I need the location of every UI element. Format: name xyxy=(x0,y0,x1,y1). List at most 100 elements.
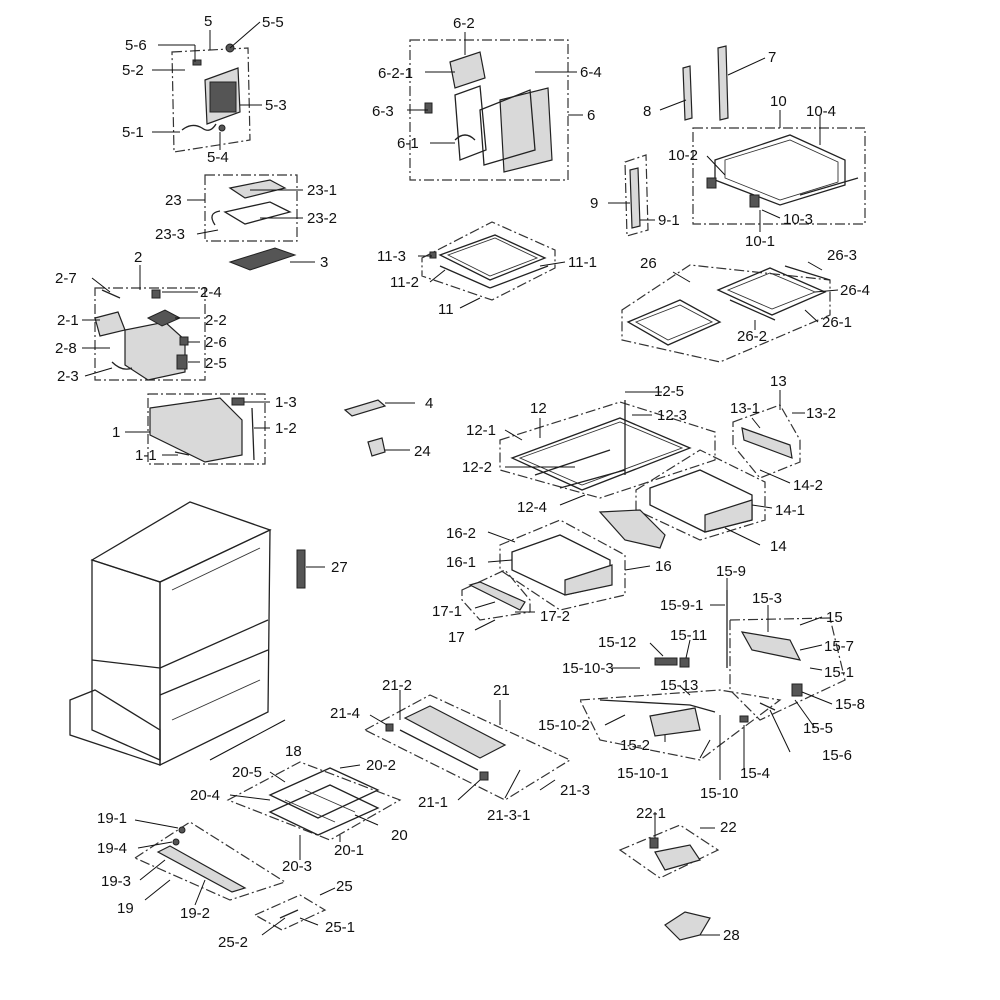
box-5 xyxy=(171,47,251,153)
label-5-5: 5-5 xyxy=(262,14,284,31)
part-15-3-module xyxy=(740,631,802,661)
label-6-1: 6-1 xyxy=(397,135,419,152)
label-6-4: 6-4 xyxy=(580,64,602,81)
part-17-rail xyxy=(468,581,526,611)
label-15-12: 15-12 xyxy=(598,634,636,651)
part-20-basket xyxy=(268,767,380,836)
label-13-1: 13-1 xyxy=(730,400,760,417)
part-26-lower-shelf xyxy=(626,299,722,346)
part-21-4-cap xyxy=(385,723,394,732)
label-11: 11 xyxy=(438,301,454,318)
label-6-2: 6-2 xyxy=(453,15,475,32)
label-15-1: 15-1 xyxy=(824,664,854,681)
label-25-2: 25-2 xyxy=(218,934,248,951)
part-22-part xyxy=(654,844,701,871)
part-21-rail-b xyxy=(399,729,479,771)
part-10-1-bracket xyxy=(749,194,760,208)
box-15-10 xyxy=(579,689,782,761)
part-13-1-cover xyxy=(741,427,793,459)
part-11-glass xyxy=(446,237,539,277)
label-5-6: 5-6 xyxy=(125,37,147,54)
label-1-3: 1-3 xyxy=(275,394,297,411)
label-15-6: 15-6 xyxy=(822,747,852,764)
part-12-frame xyxy=(510,417,692,491)
part-6-1-wire xyxy=(454,134,476,141)
label-11-3: 11-3 xyxy=(377,248,406,265)
label-15-10-1: 15-10-1 xyxy=(617,765,669,782)
label-7: 7 xyxy=(768,49,776,66)
part-10-2-bracket xyxy=(706,177,717,189)
label-16-2: 16-2 xyxy=(446,525,476,542)
cabinet-right-side xyxy=(159,528,271,767)
label-23-3: 23-3 xyxy=(155,226,185,243)
label-12-4: 12-4 xyxy=(517,499,547,516)
part-2-7-screw xyxy=(101,289,121,299)
part-20-basket-bottom xyxy=(268,784,380,836)
part-2-assembly xyxy=(94,289,189,381)
box-10 xyxy=(692,127,866,225)
label-10-2: 10-2 xyxy=(668,147,698,164)
box-20 xyxy=(226,761,402,841)
label-25: 25 xyxy=(336,878,353,895)
label-16: 16 xyxy=(655,558,672,575)
part-4-bracket xyxy=(343,399,387,417)
part-20-wire-1 xyxy=(284,799,336,823)
box-26 xyxy=(621,264,831,363)
label-21-2: 21-2 xyxy=(382,677,412,694)
label-5-1: 5-1 xyxy=(122,124,144,141)
label-23: 23 xyxy=(165,192,182,209)
part-15-12-part xyxy=(654,657,678,666)
label-12-1: 12-1 xyxy=(466,422,496,439)
part-15-11-part xyxy=(679,657,690,668)
part-20-wire-2 xyxy=(304,789,356,813)
box-11 xyxy=(421,221,556,301)
label-15-9: 15-9 xyxy=(716,563,746,580)
part-10-glass-inner xyxy=(724,139,839,201)
part-26-2-rail xyxy=(729,299,776,321)
part-12-4-rail xyxy=(559,469,626,489)
part-23-2-housing xyxy=(223,201,292,225)
part-26-lower-glass xyxy=(634,304,714,341)
box-15 xyxy=(729,617,846,721)
part-26-1-shelf xyxy=(716,267,827,316)
box-19 xyxy=(133,821,287,901)
callout-labels: 5 5-5 5-6 5-2 5-3 5-1 5-4 6-2 6-2-1 6-4 … xyxy=(55,13,870,951)
label-12-2: 12-2 xyxy=(462,459,492,476)
part-19-4-cap xyxy=(172,838,180,846)
label-2-6: 2-6 xyxy=(205,334,227,351)
part-19-rail xyxy=(156,826,247,893)
label-25-1: 25-1 xyxy=(325,919,355,936)
label-22-1: 22-1 xyxy=(636,805,666,822)
box-25 xyxy=(253,894,327,931)
label-21-1: 21-1 xyxy=(418,794,448,811)
part-1-assembly xyxy=(149,397,255,463)
label-15-13: 15-13 xyxy=(660,677,698,694)
cabinet-shelf-a xyxy=(171,547,261,591)
part-6-door-panel xyxy=(499,87,553,173)
label-18: 18 xyxy=(285,743,302,760)
part-14-front xyxy=(704,499,753,533)
part-14-rail-unit xyxy=(598,509,666,549)
label-6: 6 xyxy=(587,107,595,124)
label-2-1: 2-1 xyxy=(57,312,79,329)
box-12 xyxy=(499,401,716,499)
part-27 xyxy=(296,549,306,589)
label-2-2: 2-2 xyxy=(205,312,227,329)
label-28: 28 xyxy=(723,927,740,944)
label-14-1: 14-1 xyxy=(775,502,805,519)
part-12-2-rail xyxy=(534,449,611,476)
label-2-4: 2-4 xyxy=(200,284,222,301)
label-15-8: 15-8 xyxy=(835,696,865,713)
part-13-assembly xyxy=(741,427,793,459)
part-25-spring xyxy=(279,909,299,919)
label-10-1: 10-1 xyxy=(745,233,775,250)
cabinet-shelf-b xyxy=(171,679,261,721)
part-26-3-rail xyxy=(784,265,831,281)
label-20-5: 20-5 xyxy=(232,764,262,781)
label-20-2: 20-2 xyxy=(366,757,396,774)
part-24-part xyxy=(367,437,386,457)
label-1-2: 1-2 xyxy=(275,420,297,437)
box-21 xyxy=(363,694,572,801)
label-26: 26 xyxy=(640,255,657,272)
label-17-2: 17-2 xyxy=(540,608,570,625)
